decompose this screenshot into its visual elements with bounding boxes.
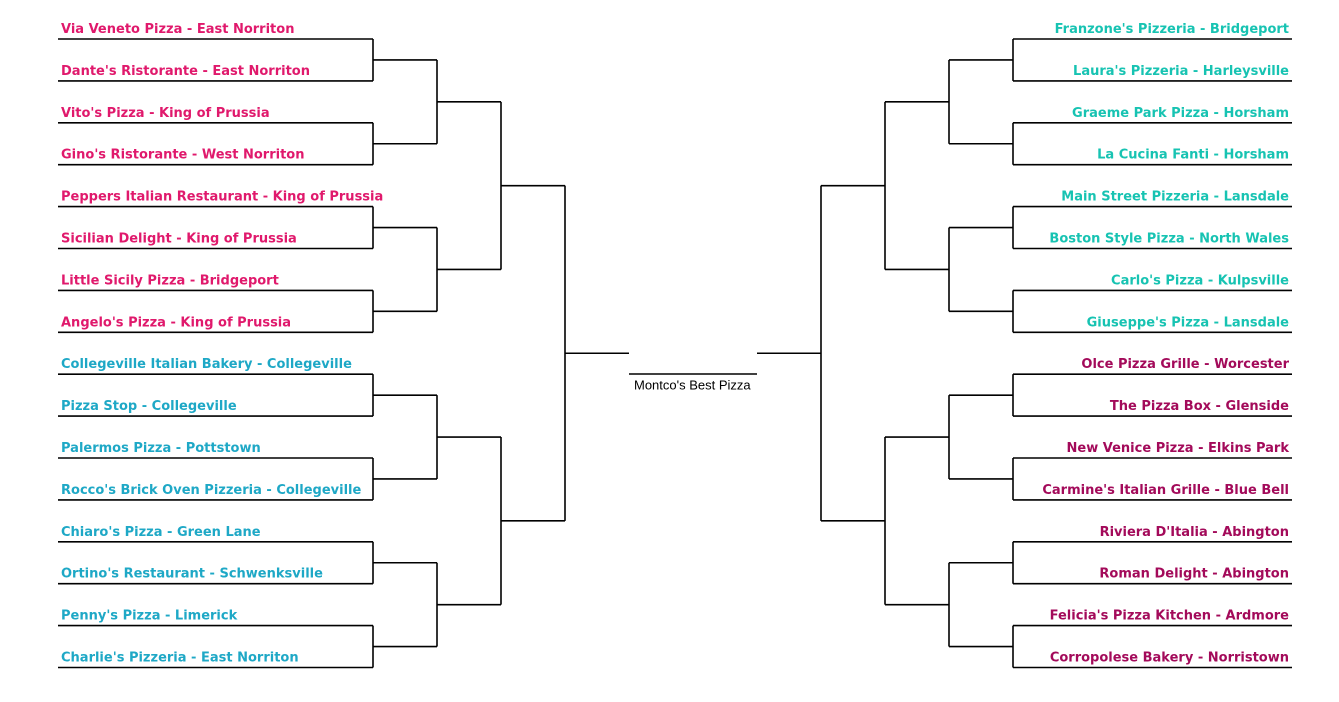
team-name: Giuseppe's Pizza - Lansdale (1087, 315, 1290, 330)
team-name: Riviera D'Italia - Abington (1100, 525, 1289, 540)
team-name: Pizza Stop - Collegeville (61, 399, 237, 414)
team-name: Peppers Italian Restaurant - King of Pru… (61, 190, 383, 205)
team-name: Gino's Ristorante - West Norriton (61, 148, 304, 163)
team-name: Olce Pizza Grille - Worcester (1081, 357, 1289, 372)
team-name: Sicilian Delight - King of Prussia (61, 232, 297, 247)
team-name: The Pizza Box - Glenside (1110, 399, 1289, 414)
team-name: Dante's Ristorante - East Norriton (61, 64, 310, 79)
team-name: New Venice Pizza - Elkins Park (1067, 441, 1290, 456)
bracket-lines (58, 38, 1292, 669)
team-name: Chiaro's Pizza - Green Lane (61, 525, 261, 540)
team-name: Felicia's Pizza Kitchen - Ardmore (1050, 609, 1290, 624)
team-name: Corropolese Bakery - Norristown (1050, 651, 1289, 666)
team-name: Vito's Pizza - King of Prussia (61, 106, 270, 121)
team-name: Laura's Pizzeria - Harleysville (1073, 64, 1289, 79)
team-name: Via Veneto Pizza - East Norriton (61, 22, 294, 37)
team-labels: Via Veneto Pizza - East NorritonDante's … (61, 22, 1290, 666)
team-name: Collegeville Italian Bakery - Collegevil… (61, 357, 352, 372)
team-name: Ortino's Restaurant - Schwenksville (61, 567, 323, 582)
team-name: Palermos Pizza - Pottstown (61, 441, 261, 456)
bracket-title: Montco's Best Pizza (634, 378, 751, 393)
team-name: Boston Style Pizza - North Wales (1049, 232, 1289, 247)
team-name: Roman Delight - Abington (1099, 567, 1289, 582)
team-name: Rocco's Brick Oven Pizzeria - Collegevil… (61, 483, 361, 498)
team-name: Franzone's Pizzeria - Bridgeport (1055, 22, 1289, 37)
team-name: Angelo's Pizza - King of Prussia (61, 315, 291, 330)
team-name: Charlie's Pizzeria - East Norriton (61, 651, 299, 666)
team-name: Carlo's Pizza - Kulpsville (1111, 273, 1289, 288)
team-name: Graeme Park Pizza - Horsham (1072, 106, 1289, 121)
team-name: Carmine's Italian Grille - Blue Bell (1042, 483, 1289, 498)
team-name: Main Street Pizzeria - Lansdale (1061, 190, 1289, 205)
team-name: Little Sicily Pizza - Bridgeport (61, 273, 279, 288)
team-name: La Cucina Fanti - Horsham (1097, 148, 1289, 163)
team-name: Penny's Pizza - Limerick (61, 609, 238, 624)
